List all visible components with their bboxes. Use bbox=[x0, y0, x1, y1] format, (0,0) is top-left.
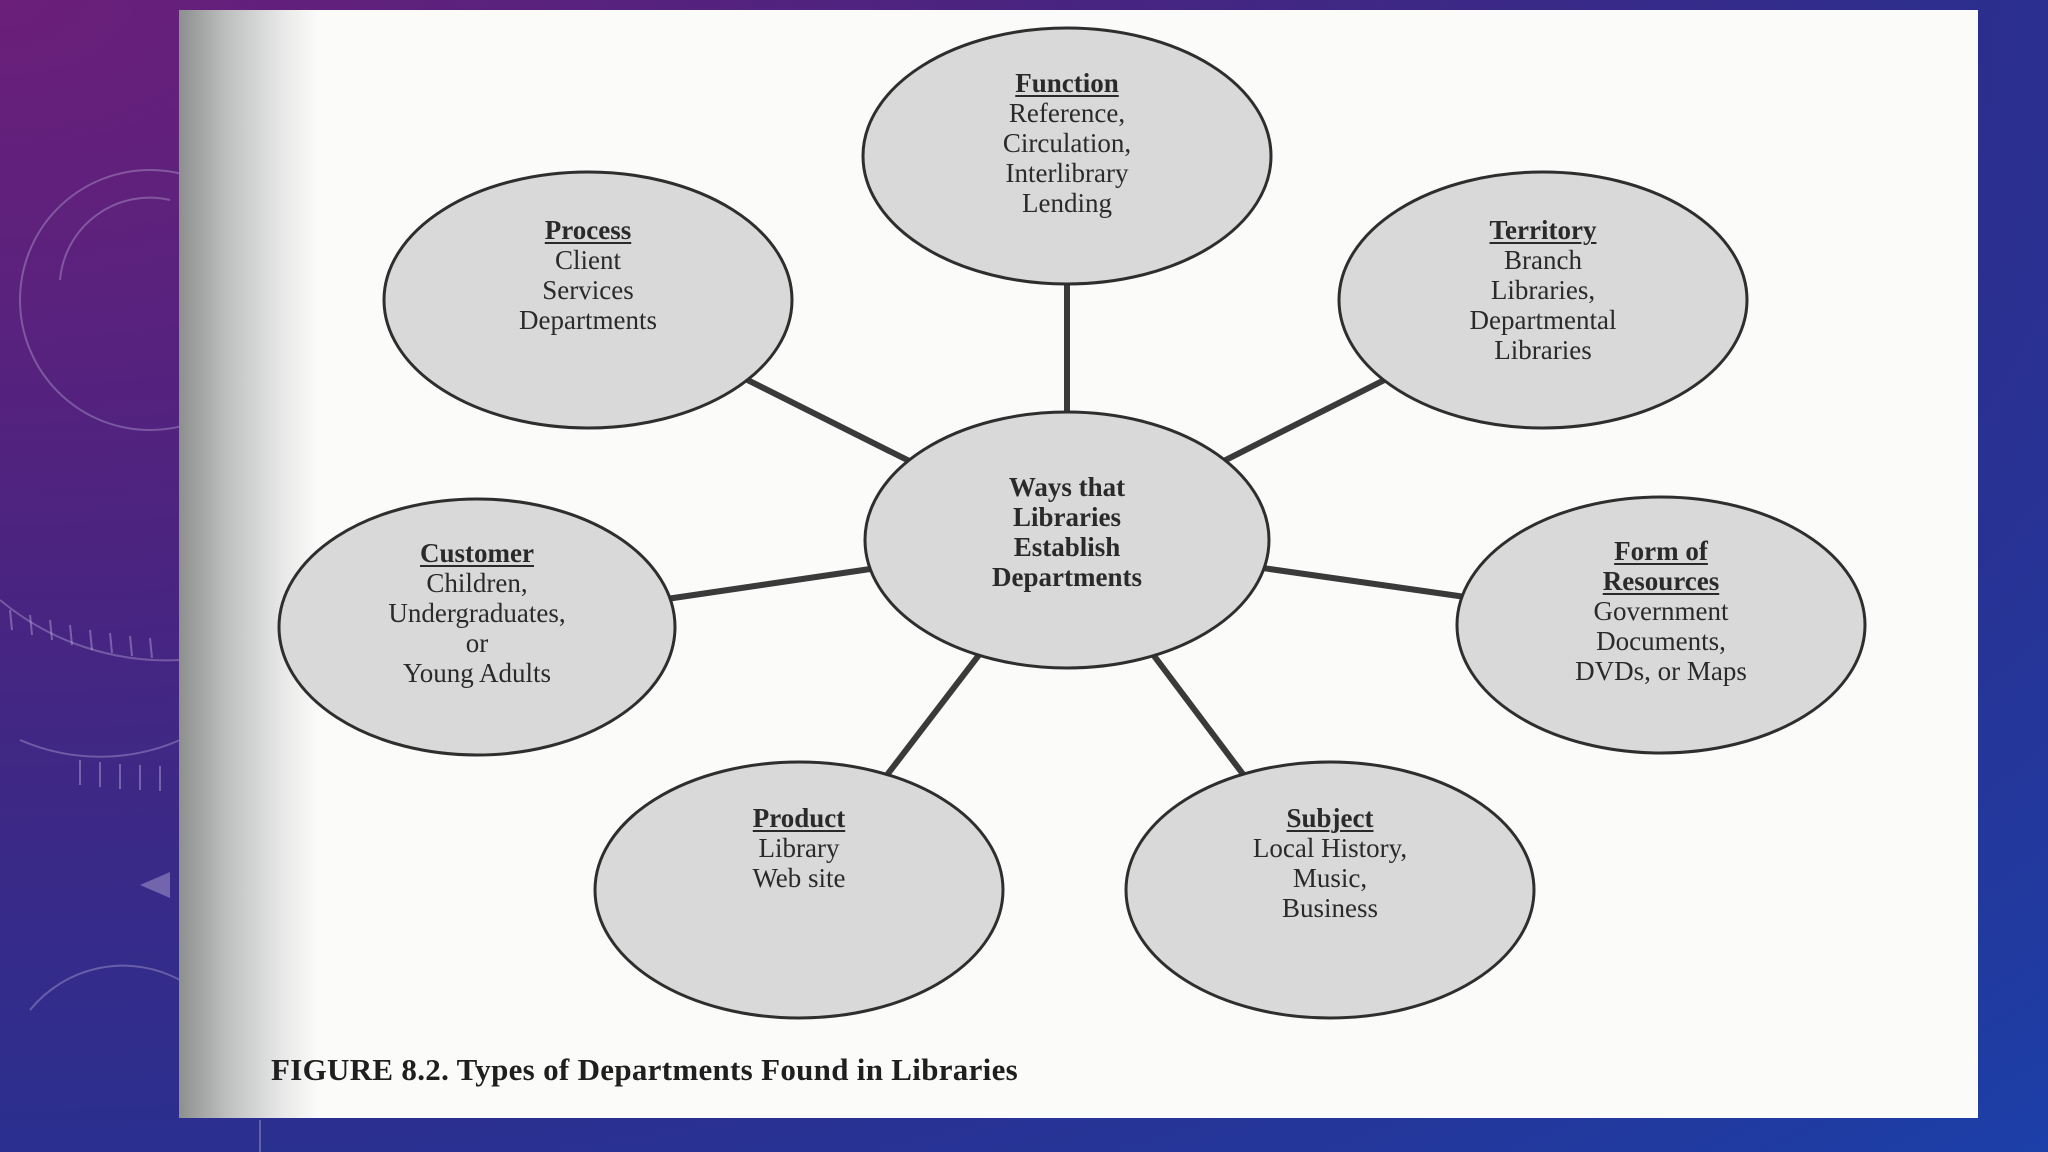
node-line: Reference, bbox=[1008, 98, 1126, 128]
node-title: Form of bbox=[1614, 536, 1708, 566]
connector-subject bbox=[1151, 653, 1246, 777]
circle-function bbox=[861, 26, 1273, 286]
node-title: Product bbox=[752, 803, 846, 833]
node-line: Business bbox=[1281, 893, 1379, 923]
connector-territory bbox=[1223, 377, 1386, 463]
circle-customer bbox=[277, 497, 677, 757]
node-title: Subject bbox=[1286, 803, 1374, 833]
node-title: Territory bbox=[1489, 215, 1597, 245]
center-label-line: Ways that bbox=[1008, 472, 1126, 502]
connectors bbox=[669, 284, 1463, 777]
node-line: Undergraduates, bbox=[388, 598, 566, 628]
node-line: Documents, bbox=[1596, 626, 1726, 656]
node-title: Resources bbox=[1602, 566, 1720, 596]
node-line: DVDs, or Maps bbox=[1575, 656, 1747, 686]
circles bbox=[277, 26, 1867, 1020]
connector-product bbox=[884, 653, 982, 777]
node-line: Circulation, bbox=[1002, 128, 1132, 158]
circle-form-of-resources bbox=[1455, 495, 1867, 755]
departments-diagram bbox=[277, 26, 1867, 1020]
node-title: Function bbox=[1015, 68, 1119, 98]
node-line: Services bbox=[542, 275, 634, 305]
center-label-line: Establish bbox=[1013, 532, 1121, 562]
node-line: Library bbox=[758, 833, 840, 863]
node-title: Customer bbox=[420, 538, 534, 568]
circle-product bbox=[593, 760, 1005, 1020]
center-label-line: Departments bbox=[992, 562, 1142, 592]
circle-territory bbox=[1337, 170, 1749, 430]
figure-caption: FIGURE 8.2. Types of Departments Found i… bbox=[271, 1052, 1018, 1087]
center-circle bbox=[863, 410, 1271, 670]
node-line: Children, bbox=[426, 568, 528, 598]
node-line: Music, bbox=[1292, 863, 1368, 893]
circle-process bbox=[382, 170, 794, 430]
node-title: Process bbox=[544, 215, 632, 245]
center-label-line: Libraries bbox=[1013, 502, 1121, 532]
node-line: Young Adults bbox=[402, 658, 552, 688]
node-line: Client bbox=[554, 245, 621, 275]
page-binding-shadow bbox=[179, 10, 319, 1118]
node-line: Libraries bbox=[1494, 335, 1592, 365]
node-line: Departmental bbox=[1469, 305, 1617, 335]
node-line: Local History, bbox=[1252, 833, 1408, 863]
node-line: Branch bbox=[1504, 245, 1582, 275]
connector-form-of-resources bbox=[1263, 565, 1463, 600]
node-line: Interlibrary bbox=[1005, 158, 1129, 188]
node-line: or bbox=[465, 628, 489, 658]
node-line: Departments bbox=[519, 305, 657, 335]
node-line: Libraries, bbox=[1490, 275, 1596, 305]
node-line: Web site bbox=[752, 863, 846, 893]
connector-customer bbox=[669, 566, 871, 602]
circle-subject bbox=[1124, 760, 1536, 1020]
connector-process bbox=[746, 377, 910, 464]
node-line: Government bbox=[1593, 596, 1729, 626]
node-line: Lending bbox=[1022, 188, 1112, 218]
